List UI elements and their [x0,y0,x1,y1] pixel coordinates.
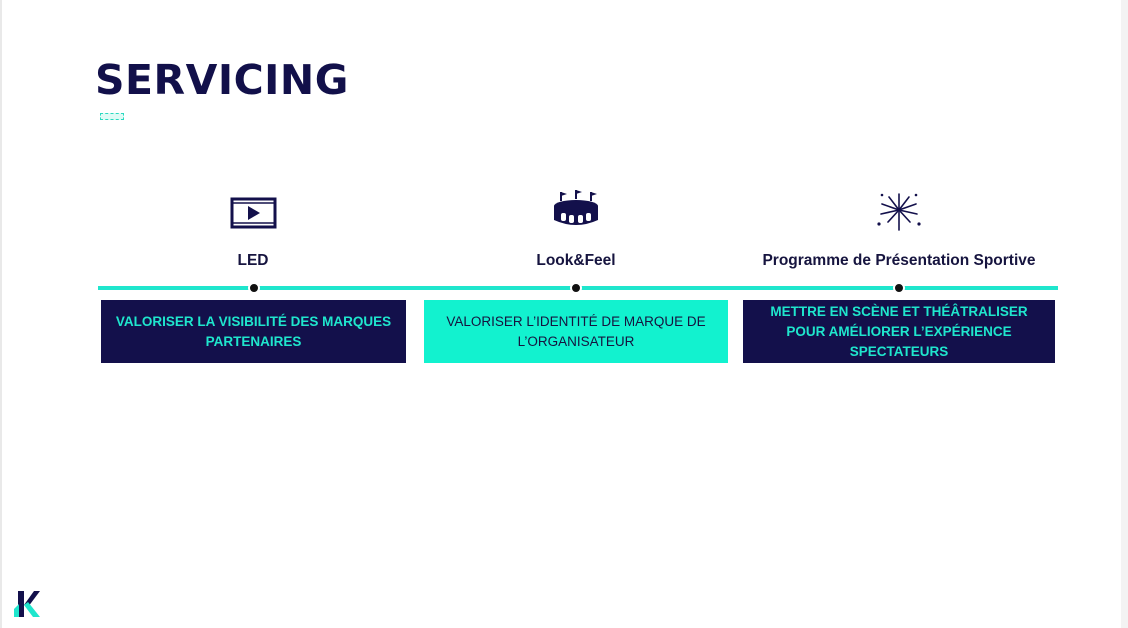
stadium-icon [552,189,600,229]
k-logo-icon [14,589,40,624]
video-play-icon [230,197,277,229]
timeline-dot-programme [893,282,905,294]
fireworks-icon [876,192,922,232]
timeline-dot-look-and-feel [570,282,582,294]
look-and-feel-label: Look&Feel [536,252,616,269]
programme-description-card: METTRE EN SCÈNE ET THÉÂTRALISER POUR AMÉ… [743,300,1055,363]
look-and-feel-description-card: VALORISER L’IDENTITÉ DE MARQUE DE L’ORGA… [424,300,728,363]
programme-description: METTRE EN SCÈNE ET THÉÂTRALISER POUR AMÉ… [770,303,1028,359]
look-and-feel-description: VALORISER L’IDENTITÉ DE MARQUE DE L’ORGA… [446,313,706,349]
programme-label: Programme de Présentation Sportive [762,252,1036,269]
led-description-card: VALORISER LA VISIBILITÉ DES MARQUES PART… [101,300,406,363]
page-title: SERVICING [95,56,349,104]
slide-edge [1121,0,1128,628]
led-description: VALORISER LA VISIBILITÉ DES MARQUES PART… [115,313,392,349]
timeline-dot-led [248,282,260,294]
text-placeholder[interactable] [100,113,124,120]
led-label: LED [237,252,269,269]
